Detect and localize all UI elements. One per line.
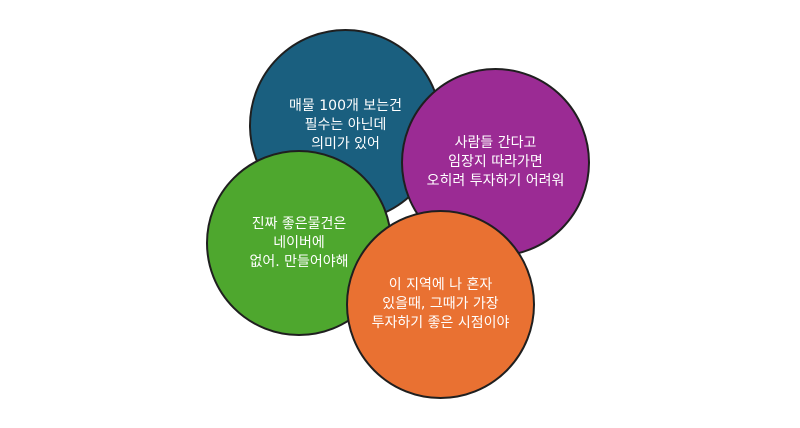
circle-listings-label: 매물 100개 보는건 필수는 아닌데 의미가 있어 xyxy=(289,98,402,152)
circle-crowd-label: 사람들 간다고 임장지 따라가면 오히려 투자하기 어려워 xyxy=(426,135,565,189)
circle-timing-label: 이 지역에 나 혼자 있을때, 그때가 가장 투자하기 좋은 시점이야 xyxy=(371,277,510,331)
circle-timing: 이 지역에 나 혼자 있을때, 그때가 가장 투자하기 좋은 시점이야 xyxy=(346,210,535,399)
circle-good-property-label: 진짜 좋은물건은 네이버에 없어. 만들어야해 xyxy=(249,215,349,270)
